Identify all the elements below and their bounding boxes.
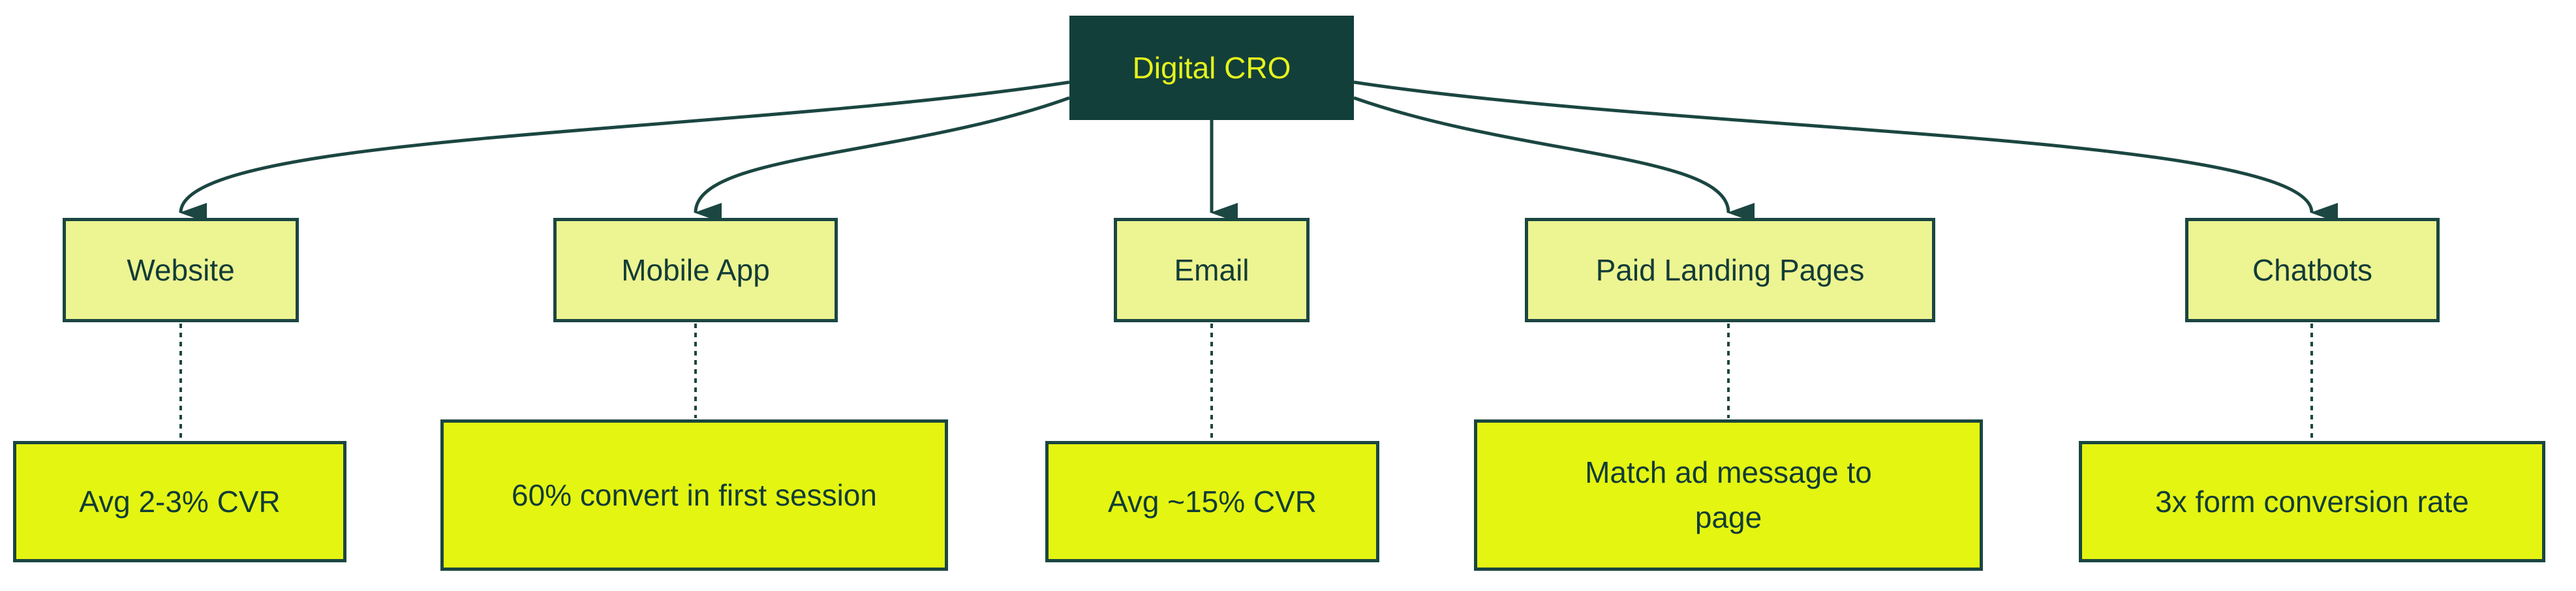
detail-mobile-app-label: 60% convert in first session — [512, 477, 877, 512]
node-mobile-app: Mobile App — [553, 218, 838, 322]
detail-paid-landing-pages-label: Match ad message to page — [1585, 455, 1872, 534]
node-website-label: Website — [127, 252, 235, 287]
detail-chatbots: 3x form conversion rate — [2079, 441, 2545, 562]
node-mobile-app-label: Mobile App — [621, 252, 770, 287]
detail-paid-landing-pages: Match ad message to page — [1474, 419, 1983, 571]
edge-root-to-paid-landing-pages — [1353, 96, 1755, 222]
node-chatbots: Chatbots — [2185, 218, 2440, 322]
node-email: Email — [1114, 218, 1310, 322]
node-website: Website — [63, 218, 299, 322]
detail-chatbots-label: 3x form conversion rate — [2155, 484, 2469, 519]
node-paid-landing-pages: Paid Landing Pages — [1525, 218, 1935, 322]
edge-root-to-website — [179, 80, 1070, 223]
detail-mobile-app: 60% convert in first session — [440, 419, 948, 571]
node-chatbots-label: Chatbots — [2252, 252, 2373, 287]
node-email-label: Email — [1174, 252, 1250, 287]
edge-root-to-chatbots — [1353, 80, 2338, 222]
detail-website-label: Avg 2-3% CVR — [79, 484, 281, 519]
node-paid-landing-pages-label: Paid Landing Pages — [1595, 252, 1865, 287]
edge-root-to-mobile-app — [694, 96, 1070, 223]
detail-website: Avg 2-3% CVR — [13, 441, 346, 562]
node-digital-cro-label: Digital CRO — [1132, 50, 1291, 85]
detail-email: Avg ~15% CVR — [1045, 441, 1379, 562]
detail-email-label: Avg ~15% CVR — [1107, 484, 1317, 519]
node-digital-cro: Digital CRO — [1069, 16, 1354, 120]
